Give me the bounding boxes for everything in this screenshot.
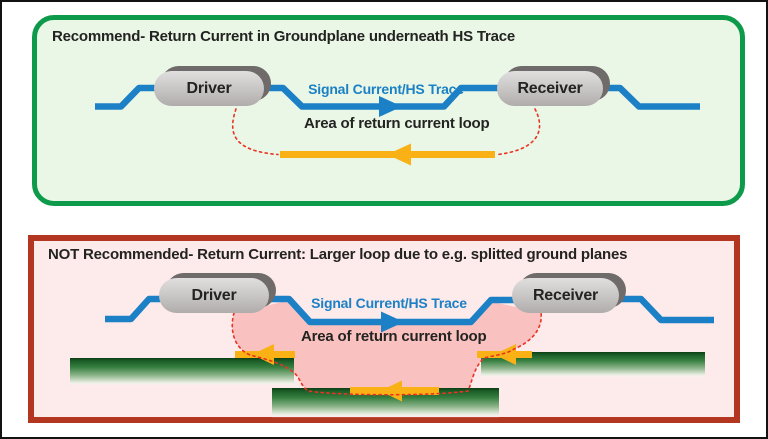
not-recommended-diagram — [70, 273, 714, 418]
driver-label: Driver — [191, 287, 237, 304]
loop-dotted-curve-right — [497, 108, 541, 156]
driver-component — [154, 71, 264, 106]
return-current-arrow-icon — [387, 143, 411, 166]
not-recommended-title: NOT Recommended- Return Current: Larger … — [48, 246, 628, 263]
signal-trace-right — [599, 84, 700, 110]
signal-current-label: Signal Current/HS Trace — [311, 295, 467, 311]
signal-current-arrow-icon — [379, 96, 402, 117]
return-loop-label: Area of return current loop — [304, 115, 490, 132]
signal-trace-left — [95, 84, 158, 110]
return-arrow-right-icon — [494, 344, 516, 365]
return-arrow-left-icon — [252, 344, 274, 365]
receiver-label: Receiver — [532, 287, 599, 304]
groundplane-left — [70, 358, 294, 386]
signal-trace-middle — [260, 84, 501, 110]
receiver-component — [497, 71, 603, 106]
driver-component — [159, 278, 269, 313]
recommended-title: Recommend- Return Current in Groundplane… — [52, 28, 516, 45]
recommended-diagram — [95, 66, 700, 166]
loop-dotted-curve-left — [231, 108, 279, 156]
signal-current-arrow-icon — [381, 311, 404, 333]
receiver-label: Receiver — [517, 80, 583, 97]
return-loop-dotted-outline — [231, 312, 542, 396]
signal-current-label: Signal Current/HS Trace — [308, 81, 464, 97]
signal-trace-right — [615, 295, 714, 324]
driver-label: Driver — [186, 80, 232, 97]
signal-trace-left — [105, 295, 163, 323]
receiver-component — [512, 278, 619, 313]
return-arrow-lower-icon — [380, 380, 402, 402]
return-loop-label: Area of return current loop — [301, 328, 487, 345]
